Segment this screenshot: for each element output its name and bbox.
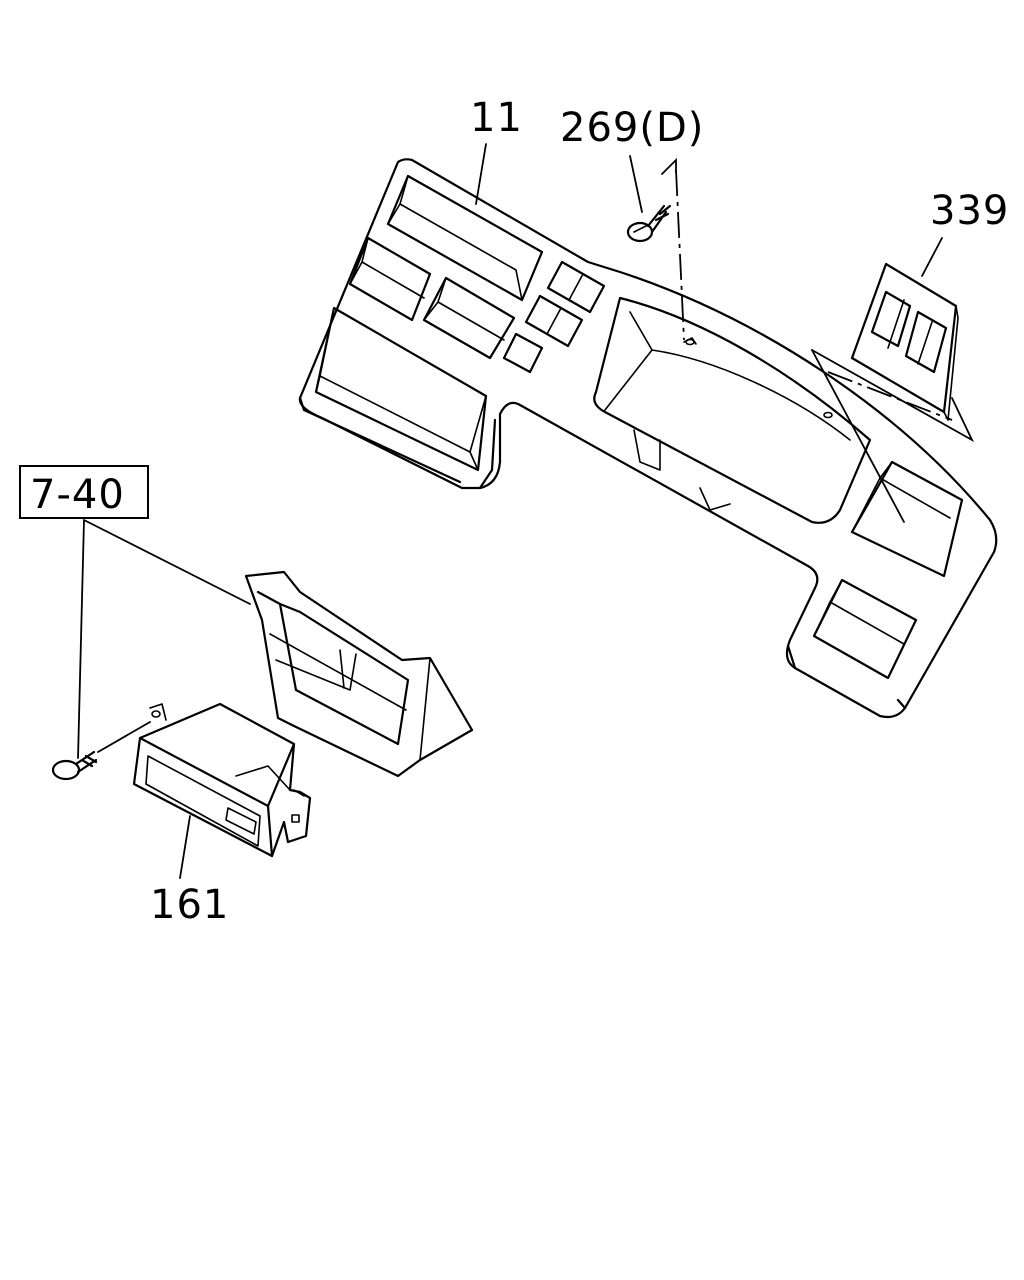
label-7-40[interactable]: 7-40: [30, 472, 125, 518]
label-269d: 269(D): [560, 105, 704, 151]
gauge-window-left: [348, 236, 432, 322]
radio-unit-assembly: [132, 702, 312, 858]
label-161: 161: [150, 882, 229, 928]
tapping-screw-upper: [626, 204, 672, 243]
label-339: 339: [930, 188, 1009, 234]
ref-box-7-40: [19, 465, 149, 519]
switch-bezel-guide: [827, 371, 953, 421]
gauge-window-center: [422, 276, 516, 360]
storage-tray-opening: [314, 306, 488, 472]
switch-bezel-assembly: [811, 262, 975, 523]
leader-lines: [77, 143, 943, 879]
leader-11: [475, 143, 487, 205]
gauge-window-lower-right: [812, 578, 918, 680]
switch-slot-left: [870, 290, 912, 348]
switch-slot-right: [904, 310, 948, 374]
instrument-panel-lower-edge: [298, 396, 907, 710]
label-11: 11: [470, 95, 523, 141]
leader-269d: [629, 155, 677, 213]
radio-screw-guide: [97, 721, 151, 753]
leader-161: [179, 815, 191, 879]
meter-cluster-opening: [593, 296, 872, 524]
audio-bezel-assembly: [244, 570, 474, 778]
radio-unit-body: [132, 702, 312, 858]
switch-bezel-outline: [850, 262, 958, 414]
display-window-upper: [386, 174, 544, 302]
instrument-panel-assembly: [298, 158, 998, 719]
tapping-screw-lower: [51, 750, 98, 781]
instrument-panel-outline: [298, 158, 998, 719]
audio-bezel-outline: [244, 570, 474, 778]
leader-339: [921, 237, 943, 277]
leader-7-40: [77, 519, 251, 759]
switch-openings: [502, 260, 606, 374]
screw-install-guide: [675, 169, 685, 341]
